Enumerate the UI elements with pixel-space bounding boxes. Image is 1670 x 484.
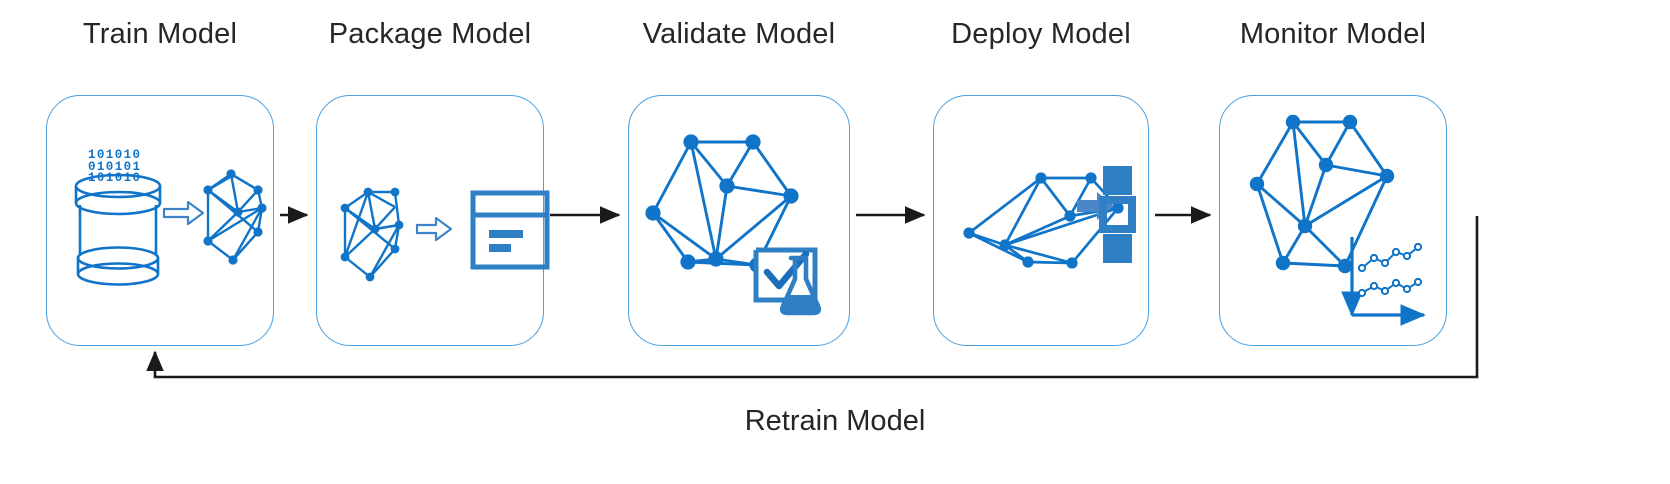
stage-card-deploy[interactable] xyxy=(933,95,1149,346)
database-cylinder-icon xyxy=(74,173,162,286)
stage-card-package[interactable] xyxy=(316,95,544,346)
binary-line-1: 010101 xyxy=(88,159,142,174)
stage-card-train[interactable] xyxy=(46,95,274,346)
neural-network-graph-icon xyxy=(645,134,799,273)
binary-line-2: 101010 xyxy=(88,171,142,185)
retrain-loop-label: Retrain Model xyxy=(744,405,926,437)
neural-network-graph-icon xyxy=(340,187,404,282)
binary-line-0: 101010 xyxy=(88,148,142,162)
container-blocks-icon xyxy=(1099,166,1136,263)
stage-title-package: Package Model xyxy=(328,18,532,50)
icon-deploy-model xyxy=(963,166,1136,269)
icon-validate-model xyxy=(645,134,822,316)
stage-title-train: Train Model xyxy=(82,18,238,50)
lab-flask-icon xyxy=(779,255,822,316)
stage-titles: Train Model Package Model Validate Model… xyxy=(0,0,1670,70)
stage-title-validate: Validate Model xyxy=(642,18,836,50)
line-chart-axes-icon xyxy=(1341,237,1426,326)
package-box-icon xyxy=(470,190,550,270)
icon-package-model xyxy=(340,187,550,282)
flow-arrow-outline-icon xyxy=(415,216,453,242)
icon-monitor-model xyxy=(1249,114,1426,326)
stage-title-deploy: Deploy Model xyxy=(951,18,1131,50)
flow-arrow-outline-icon xyxy=(162,200,205,226)
retrain-feedback-loop xyxy=(146,216,1479,379)
stage-title-monitor: Monitor Model xyxy=(1239,18,1427,50)
icon-train-model xyxy=(74,169,267,286)
neural-network-graph-icon xyxy=(203,169,267,265)
neural-network-graph-icon xyxy=(1249,114,1395,274)
